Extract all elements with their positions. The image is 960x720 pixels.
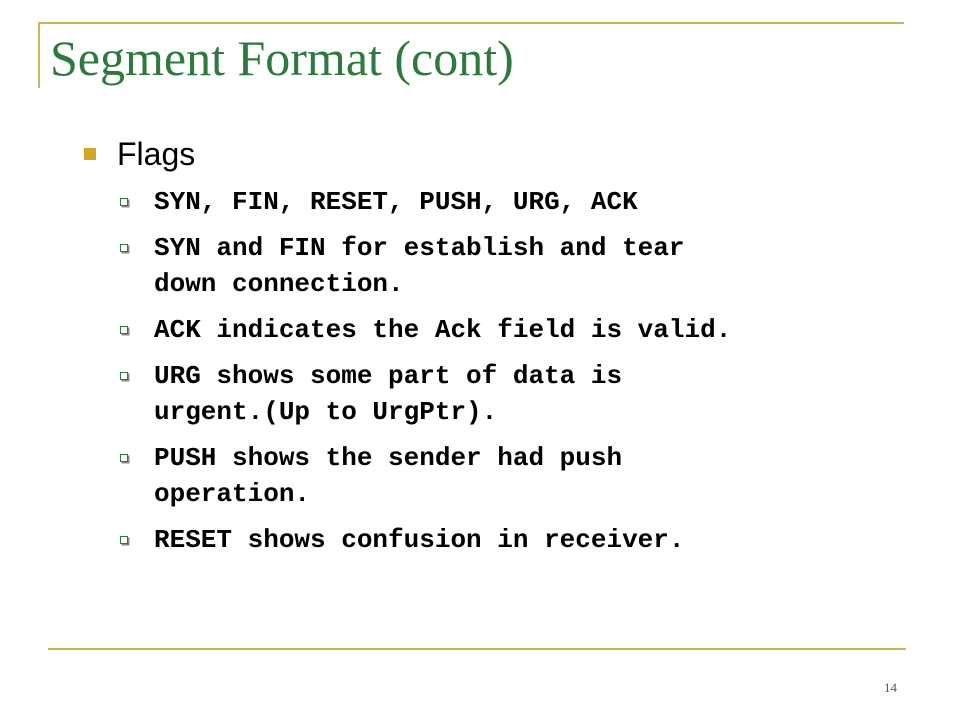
sub-item-text: ACK indicates the Ack field is valid. (154, 315, 732, 345)
sub-item-flag-list: SYN, FIN, RESET, PUSH, URG, ACK (120, 184, 940, 220)
flags-sub-list: SYN, FIN, RESET, PUSH, URG, ACK SYN and … (120, 184, 940, 568)
left-accent-line (38, 22, 40, 88)
sub-item-text: SYN and FIN for establish and tear down … (154, 233, 685, 299)
hollow-square-icon (120, 244, 128, 252)
sub-item-reset: RESET shows confusion in receiver. (120, 522, 940, 558)
bottom-divider-line (48, 648, 906, 650)
page-number: 14 (884, 680, 897, 695)
hollow-square-icon (120, 454, 128, 462)
hollow-square-icon (120, 536, 128, 544)
sub-item-ack: ACK indicates the Ack field is valid. (120, 312, 940, 348)
hollow-square-icon (120, 198, 128, 206)
sub-item-text: PUSH shows the sender had push operation… (154, 443, 623, 509)
sub-item-text: URG shows some part of data is urgent.(U… (154, 361, 623, 427)
sub-item-text: RESET shows confusion in receiver. (154, 525, 685, 555)
sub-item-syn-fin: SYN and FIN for establish and tear down … (120, 230, 940, 302)
slide-title: Segment Format (cont) (50, 30, 514, 86)
bullet-flags: Flags (84, 134, 195, 174)
sub-item-push: PUSH shows the sender had push operation… (120, 440, 940, 512)
sub-item-urg: URG shows some part of data is urgent.(U… (120, 358, 940, 430)
bullet-flags-label: Flags (117, 136, 196, 172)
hollow-square-icon (120, 372, 128, 380)
top-divider-line (40, 22, 904, 24)
hollow-square-icon (120, 326, 128, 334)
sub-item-text: SYN, FIN, RESET, PUSH, URG, ACK (154, 187, 638, 217)
filled-square-icon (84, 148, 96, 160)
